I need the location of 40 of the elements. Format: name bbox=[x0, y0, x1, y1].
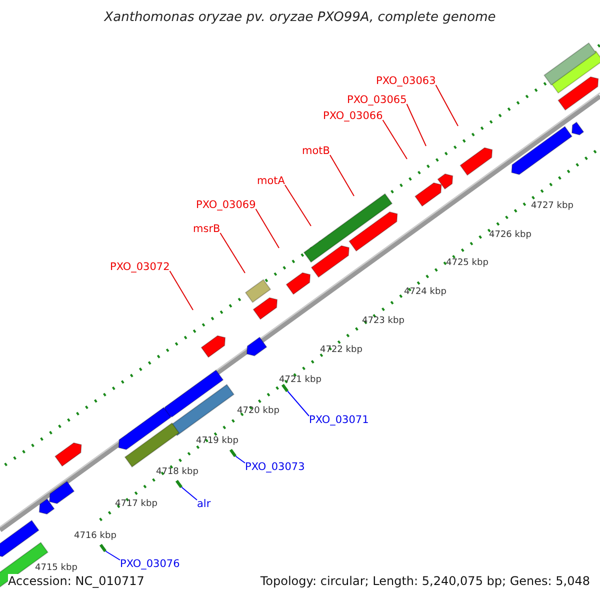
gene-label: PXO_03069 bbox=[196, 199, 256, 212]
tick-mark bbox=[99, 544, 107, 552]
leader-line bbox=[181, 486, 198, 500]
scale-label: 4715 kbp bbox=[35, 563, 78, 573]
gene-label: alr bbox=[197, 498, 211, 511]
tick-mark bbox=[175, 480, 183, 488]
leader-line bbox=[105, 550, 120, 560]
leader-line bbox=[284, 184, 312, 226]
leader-line bbox=[287, 390, 310, 416]
gene-label: PXO_03072 bbox=[110, 261, 170, 274]
scale-label: 4721 kbp bbox=[279, 375, 322, 385]
scale-label: 4722 kbp bbox=[320, 345, 362, 355]
tick-mark bbox=[229, 448, 237, 458]
gene-label: PXO_03066 bbox=[323, 110, 383, 123]
scale-label: 4726 kbp bbox=[489, 230, 532, 240]
gene-label: PXO_03076 bbox=[120, 558, 180, 571]
gene-label: motB bbox=[302, 145, 330, 158]
leader-line bbox=[406, 104, 426, 146]
footer-text: Topology: circular; Length: 5,240,075 bp; Genes: 5,048 bbox=[260, 574, 590, 589]
leader-line bbox=[382, 120, 408, 160]
leader-line bbox=[235, 456, 246, 464]
gene-label: msrB bbox=[193, 223, 220, 236]
leader-line bbox=[435, 84, 458, 126]
gene-label: motA bbox=[257, 175, 285, 188]
scale-label: 4724 kbp bbox=[404, 287, 446, 297]
title: Xanthomonas oryzae pv. oryzae PXO99A, complete genome bbox=[102, 10, 497, 25]
scale-label: 4723 kbp bbox=[362, 316, 404, 326]
gene-label: PXO_03063 bbox=[376, 75, 436, 88]
gene-label: PXO_03073 bbox=[245, 461, 305, 474]
gene-label: PXO_03071 bbox=[309, 414, 369, 427]
gene-label: PXO_03065 bbox=[347, 94, 407, 107]
leader-line bbox=[169, 270, 194, 310]
leader-line bbox=[255, 208, 280, 248]
scale-label: 4727 kbp bbox=[531, 201, 574, 211]
scale-label: 4725 kbp bbox=[446, 258, 488, 268]
leader-line bbox=[329, 154, 354, 196]
scale-label: 4717 kbp bbox=[115, 499, 158, 509]
footer-text: Accession: NC_010717 bbox=[8, 574, 144, 589]
leader-line bbox=[220, 232, 246, 274]
tick-mark bbox=[281, 384, 289, 392]
